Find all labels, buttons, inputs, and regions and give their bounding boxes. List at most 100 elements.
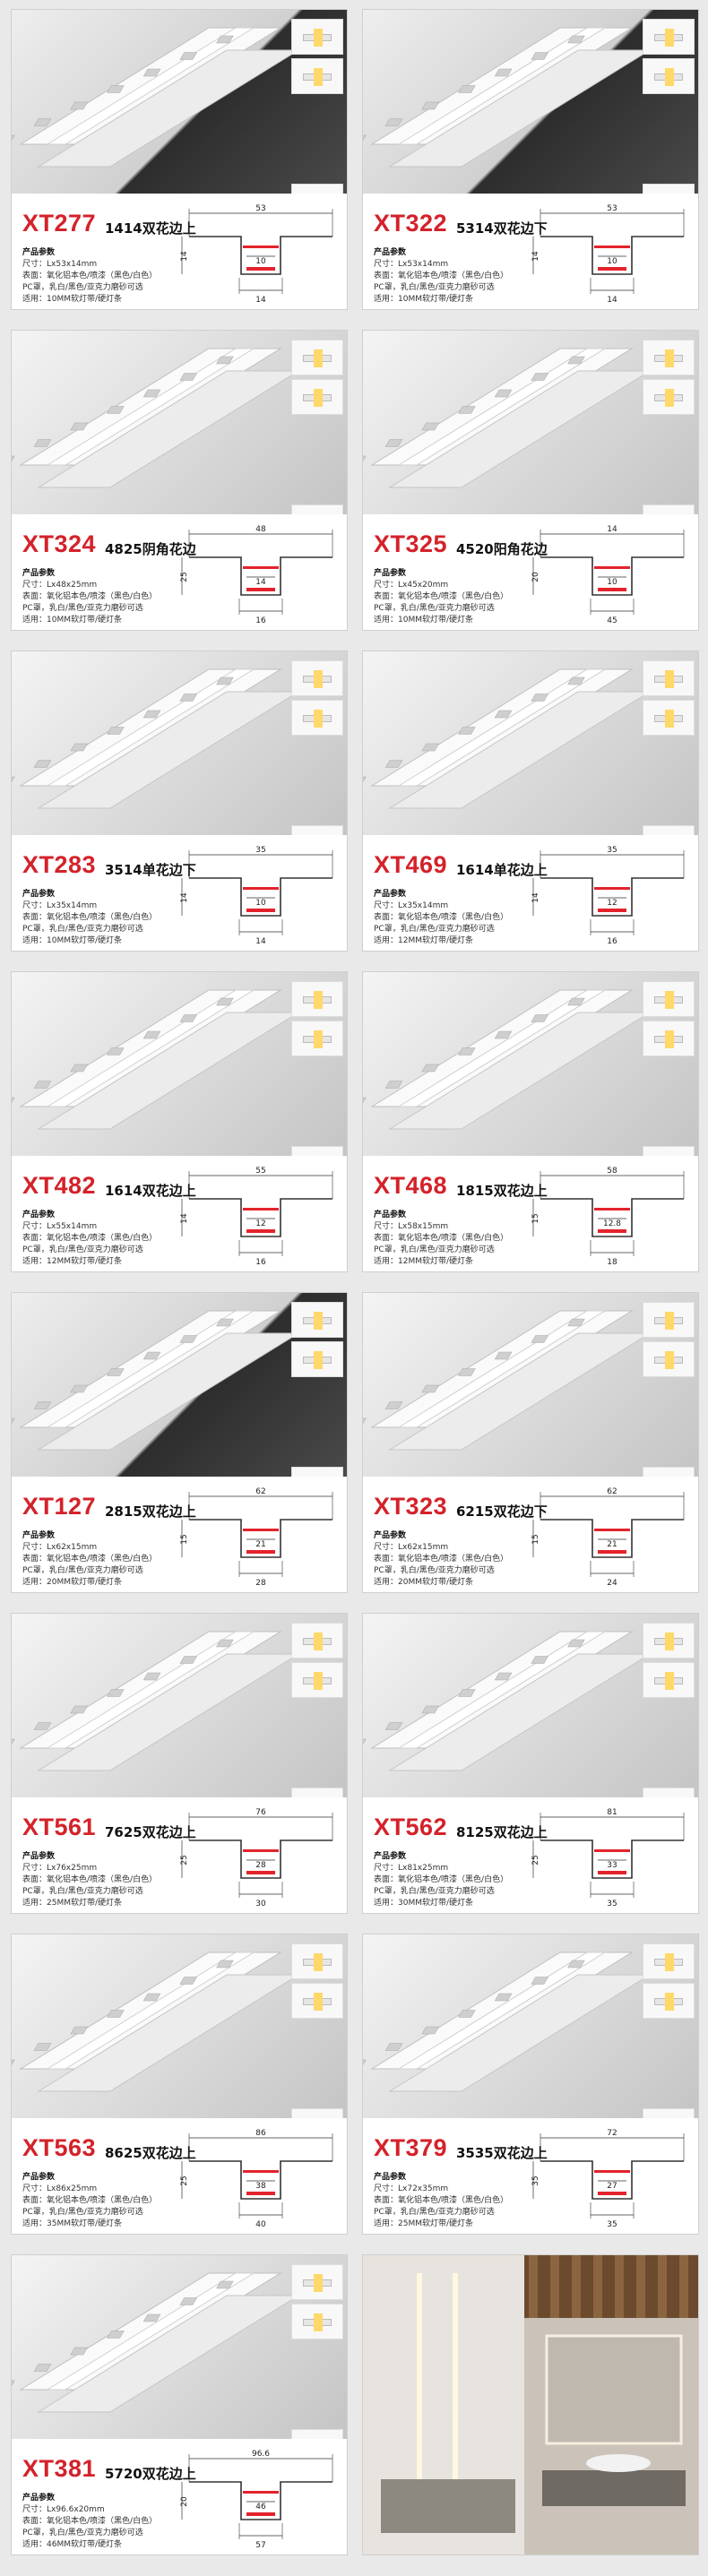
detail-thumbnails: 端头 xyxy=(643,981,695,1176)
spec-cover: PC罩，乳白/黑色/亚克力磨砂可选 xyxy=(374,1887,495,1896)
dim-top: 62 xyxy=(607,1487,617,1496)
dim-top: 55 xyxy=(255,1167,265,1176)
spec-surface: 表面：氧化铝本色/喷漆（黑色/白色） xyxy=(22,592,158,601)
product-card-xt482: 端头XT4821614双花边上产品参数尺寸：Lx55x14mm表面：氧化铝本色/… xyxy=(11,971,348,1272)
spec-surface: 表面：氧化铝本色/喷漆（黑色/白色） xyxy=(22,1875,158,1884)
spec-size: 尺寸：Lx72x35mm xyxy=(374,2184,449,2193)
detail-thumbnail xyxy=(291,1302,343,1338)
model-subtitle: 4825阴角花边 xyxy=(105,541,196,557)
dim-mid: 10 xyxy=(255,899,266,908)
dim-mid: 12 xyxy=(255,1219,265,1228)
dim-side: 25 xyxy=(531,1855,540,1865)
dim-side: 14 xyxy=(531,892,540,903)
dim-side: 25 xyxy=(180,1855,189,1865)
detail-thumbnail xyxy=(291,1623,343,1658)
profile-dimension-diagram: 96.6 46 57 20 xyxy=(178,2446,340,2554)
dim-bottom: 16 xyxy=(255,1258,266,1267)
spec-cover: PC罩，乳白/黑色/亚克力磨砂可选 xyxy=(22,1887,143,1896)
dim-bottom: 14 xyxy=(607,296,617,305)
dim-mid: 28 xyxy=(255,1861,266,1870)
spec-cover: PC罩，乳白/黑色/亚克力磨砂可选 xyxy=(22,2208,143,2217)
spec-fit: 适用：35MM软灯带/硬灯条 xyxy=(22,2219,123,2228)
detail-thumbnail xyxy=(291,1341,343,1377)
dim-side: 20 xyxy=(531,572,540,582)
spec-size: 尺寸：Lx58x15mm xyxy=(374,1222,449,1231)
product-photo: 端头 xyxy=(363,972,698,1173)
dim-bottom: 35 xyxy=(607,2220,617,2229)
detail-thumbnail xyxy=(291,19,343,55)
dim-top: 53 xyxy=(607,204,617,213)
product-card-xt325: 端头XT3254520阳角花边产品参数尺寸：Lx45x20mm表面：氧化铝本色/… xyxy=(362,330,699,631)
product-photo: 端头 xyxy=(363,1614,698,1814)
dim-mid: 38 xyxy=(255,2182,266,2191)
spec-fit: 适用：10MM软灯带/硬灯条 xyxy=(22,616,123,625)
detail-thumbnail xyxy=(291,340,343,375)
dim-top: 96.6 xyxy=(252,2450,270,2459)
spec-fit: 适用：25MM软灯带/硬灯条 xyxy=(22,1899,123,1908)
model-subtitle: 1815双花边上 xyxy=(456,1183,548,1199)
dim-mid: 46 xyxy=(255,2503,266,2511)
model-subtitle: 1614双花边上 xyxy=(105,1183,196,1199)
spec-surface: 表面：氧化铝本色/喷漆（黑色/白色） xyxy=(374,271,509,280)
detail-thumbnails: 端头 xyxy=(291,1302,343,1497)
detail-thumbnail xyxy=(291,700,343,736)
detail-thumbnail xyxy=(643,660,695,696)
dim-bottom: 28 xyxy=(255,1579,266,1588)
dim-mid: 21 xyxy=(255,1540,265,1549)
model-subtitle: 2815双花边上 xyxy=(105,1503,196,1520)
dim-bottom: 14 xyxy=(255,937,266,946)
dim-side: 15 xyxy=(531,1534,540,1544)
dim-bottom: 14 xyxy=(255,296,266,305)
spec-size: 尺寸：Lx48x25mm xyxy=(22,581,98,590)
detail-thumbnail xyxy=(643,1341,695,1377)
spec-fit: 适用：20MM软灯带/硬灯条 xyxy=(374,1578,474,1587)
product-photo: 端头 xyxy=(12,651,347,852)
dim-bottom: 16 xyxy=(607,937,617,946)
detail-thumbnail xyxy=(643,1662,695,1698)
spec-fit: 适用：10MM软灯带/硬灯条 xyxy=(22,936,123,945)
model-subtitle: 3514单花边下 xyxy=(105,862,196,878)
detail-thumbnail xyxy=(291,981,343,1017)
spec-fit: 适用：10MM软灯带/硬灯条 xyxy=(374,295,474,304)
dim-side: 14 xyxy=(531,251,540,262)
spec-size: 尺寸：Lx35x14mm xyxy=(374,901,449,910)
product-photo: 端头 xyxy=(363,331,698,531)
spec-size: 尺寸：Lx81x25mm xyxy=(374,1864,449,1873)
model-subtitle: 8125双花边上 xyxy=(456,1824,548,1840)
detail-thumbnail xyxy=(291,660,343,696)
model-code: XT322 xyxy=(374,210,448,237)
spec-size: 尺寸：Lx45x20mm xyxy=(374,581,449,590)
spec-fit: 适用：46MM软灯带/硬灯条 xyxy=(22,2540,123,2549)
spec-size: 尺寸：Lx76x25mm xyxy=(22,1864,98,1873)
dim-mid: 33 xyxy=(607,1861,617,1870)
detail-thumbnails: 端头 xyxy=(291,981,343,1176)
dim-side: 20 xyxy=(180,2496,189,2507)
detail-thumbnails: 端头 xyxy=(643,340,695,535)
model-code: XT563 xyxy=(22,2134,97,2161)
spec-heading: 产品参数 xyxy=(374,1852,407,1861)
product-photo: 端头 xyxy=(12,2255,347,2456)
spec-cover: PC罩，乳白/黑色/亚克力磨砂可选 xyxy=(22,925,143,934)
spec-size: 尺寸：Lx96.6x20mm xyxy=(22,2505,105,2514)
product-card-xt322: 端头XT3225314双花边下产品参数尺寸：Lx53x14mm表面：氧化铝本色/… xyxy=(362,9,699,310)
detail-thumbnails: 端头 xyxy=(291,1943,343,2139)
detail-thumbnails: 端头 xyxy=(643,19,695,214)
model-subtitle: 7625双花边上 xyxy=(105,1824,196,1840)
model-subtitle: 8625双花边上 xyxy=(105,2145,196,2161)
product-card-xt381: 端头XT3815720双花边上产品参数尺寸：Lx96.6x20mm表面：氧化铝本… xyxy=(11,2254,348,2555)
dim-bottom: 57 xyxy=(255,2541,265,2550)
